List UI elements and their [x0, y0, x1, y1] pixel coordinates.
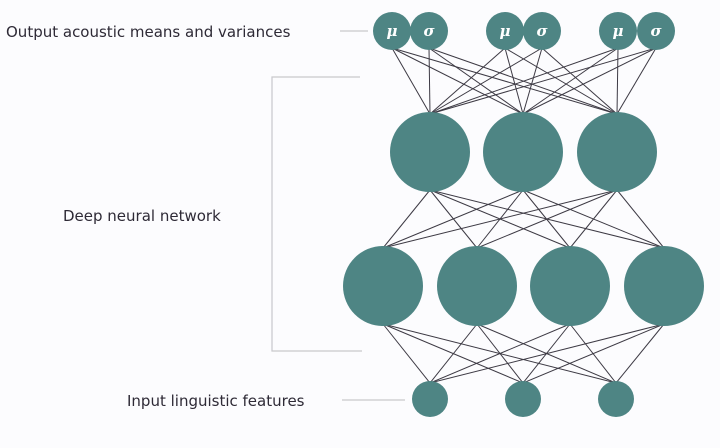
edge-output-3-to-hidden-1-0 — [429, 47, 543, 115]
input-node-2 — [598, 381, 634, 417]
output-node-0 — [373, 12, 411, 50]
network-label: Deep neural network — [63, 207, 221, 225]
edge-output-1-to-hidden-1-1 — [428, 47, 524, 115]
guides — [271, 30, 405, 401]
output-node-2 — [486, 12, 524, 50]
output-node-4 — [599, 12, 637, 50]
edge-hidden-1-1-to-hidden-2-0 — [382, 189, 524, 249]
edge-output-2-to-hidden-1-0 — [429, 47, 506, 115]
edge-output-4-to-hidden-1-0 — [429, 47, 619, 115]
edge-output-5-to-hidden-1-1 — [522, 47, 657, 115]
network-bracket — [271, 76, 362, 352]
hidden-2-node-0 — [343, 246, 423, 326]
edge-output-5-to-hidden-1-2 — [616, 47, 657, 115]
edge-hidden-1-2-to-hidden-2-1 — [476, 189, 618, 249]
hidden-2-node-1 — [437, 246, 517, 326]
input-label: Input linguistic features — [127, 392, 305, 410]
input-node-1 — [505, 381, 541, 417]
edge-output-5-to-hidden-1-0 — [429, 47, 657, 115]
output-node-5 — [637, 12, 675, 50]
edge-output-2-to-hidden-1-1 — [504, 47, 524, 115]
hidden-2-node-2 — [530, 246, 610, 326]
edge-hidden-2-1-to-input-0 — [429, 323, 478, 384]
variance-symbol-3: σ — [536, 22, 548, 40]
output-node-1 — [410, 12, 448, 50]
edge-hidden-1-2-to-hidden-2-0 — [382, 189, 618, 249]
output-label: Output acoustic means and variances — [6, 23, 291, 41]
edge-hidden-1-2-to-hidden-2-3 — [616, 189, 665, 249]
edge-output-3-to-hidden-1-2 — [541, 47, 618, 115]
edge-hidden-1-2-to-hidden-2-2 — [569, 189, 618, 249]
mean-symbol-4: μ — [613, 22, 624, 40]
edge-output-0-to-hidden-1-1 — [391, 47, 524, 115]
mean-symbol-2: μ — [500, 22, 511, 40]
hidden-2-node-3 — [624, 246, 704, 326]
edge-hidden-2-0-to-input-0 — [382, 323, 431, 384]
edge-output-3-to-hidden-1-1 — [522, 47, 543, 115]
hidden-1-node-0 — [390, 112, 470, 192]
output-node-3 — [523, 12, 561, 50]
input-node-0 — [412, 381, 448, 417]
variance-symbol-5: σ — [650, 22, 662, 40]
edge-hidden-2-3-to-input-0 — [429, 323, 665, 384]
edge-hidden-2-2-to-input-0 — [429, 323, 571, 384]
edge-hidden-2-3-to-input-2 — [615, 323, 665, 384]
edge-output-0-to-hidden-1-2 — [391, 47, 618, 115]
edges — [382, 47, 665, 384]
variance-symbol-1: σ — [423, 22, 435, 40]
edge-hidden-1-0-to-hidden-2-0 — [382, 189, 431, 249]
mean-symbol-0: μ — [387, 22, 398, 40]
edge-output-4-to-hidden-1-1 — [522, 47, 619, 115]
edge-output-0-to-hidden-1-0 — [391, 47, 431, 115]
edge-output-1-to-hidden-1-0 — [428, 47, 431, 115]
hidden-1-node-1 — [483, 112, 563, 192]
edge-hidden-2-3-to-input-1 — [522, 323, 665, 384]
edge-output-4-to-hidden-1-2 — [616, 47, 619, 115]
hidden-1-node-2 — [577, 112, 657, 192]
